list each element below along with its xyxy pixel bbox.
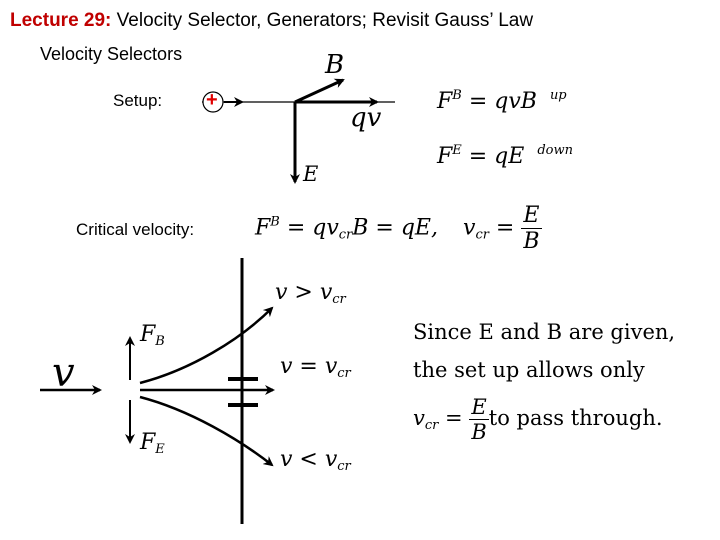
label-v-less: v < vcr (280, 447, 351, 474)
note-up: up (549, 88, 567, 103)
vector-qv-label: qv (350, 103, 382, 133)
setup-label: Setup: (113, 91, 163, 110)
charge-plus-sign: + (206, 89, 218, 111)
force-FB-label: FB (140, 322, 165, 349)
equation-FE: FE = qE down (437, 143, 573, 169)
charge-circle (202, 91, 224, 113)
incoming-v-label: v (52, 350, 75, 396)
path-fast (139, 306, 274, 385)
vector-E-label: E (303, 162, 319, 186)
critical-velocity-label: Critical velocity: (76, 220, 195, 239)
title-lead: Lecture 29: (10, 10, 112, 31)
title-rest: Velocity Selector, Generators; Revisit G… (111, 10, 534, 31)
label-v-equal: v = vcr (280, 354, 351, 381)
vector-B-label: B (325, 50, 345, 80)
path-slow (139, 395, 274, 467)
explanation-line-2: the set up allows only (413, 358, 645, 382)
equation-FB: FB = qvB up (437, 88, 567, 114)
force-FE-label: FE (140, 430, 165, 457)
vector-B-arrow (294, 78, 345, 104)
explanation-line-1: Since E and B are given, (413, 320, 676, 344)
page-title: Lecture 29: Velocity Selector, Generator… (10, 10, 533, 32)
note-down: down (537, 143, 573, 158)
label-v-greater: v > vcr (275, 280, 346, 307)
subtitle: Velocity Selectors (40, 44, 183, 64)
